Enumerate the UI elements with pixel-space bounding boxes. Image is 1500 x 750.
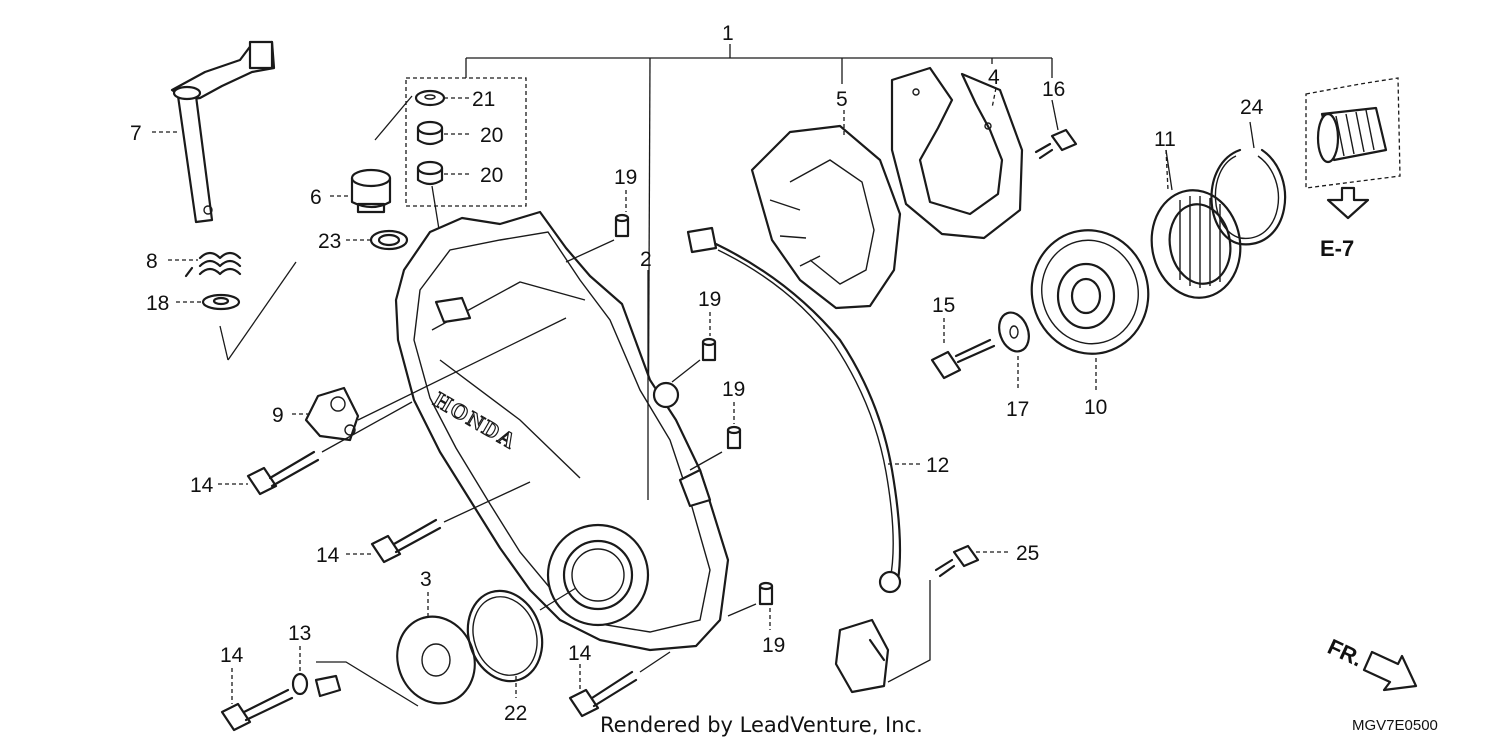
callout-19d: 19 — [762, 634, 785, 657]
flange-bolt-parts — [220, 450, 638, 732]
needle-bearing-ref — [1305, 77, 1401, 220]
wire-clamp-part — [291, 672, 342, 698]
callout-2: 2 — [640, 248, 652, 271]
callout-24: 24 — [1240, 96, 1264, 119]
callout-10: 10 — [1084, 396, 1107, 419]
drawing-code: MGV7E0500 — [1352, 717, 1438, 734]
callout-4: 4 — [988, 66, 1000, 89]
starter-gear-part — [1030, 229, 1150, 355]
callout-19a: 19 — [614, 166, 637, 189]
callout-21: 21 — [472, 88, 495, 111]
callout-22: 22 — [504, 702, 527, 725]
callout-17: 17 — [1006, 398, 1029, 421]
clamp-part — [304, 386, 360, 442]
shift-shaft-part — [170, 40, 276, 224]
callout-13: 13 — [288, 622, 311, 645]
washer-part — [201, 293, 241, 311]
callout-6: 6 — [310, 186, 322, 209]
front-arrow-label: FR. — [1324, 634, 1367, 672]
callout-labels: 1 2 3 4 5 6 7 8 9 10 11 12 13 14 14 14 1… — [130, 22, 1264, 725]
crankcase-cover-part: HONDA — [394, 210, 730, 652]
bolt-25-part — [934, 544, 980, 578]
callout-5: 5 — [836, 88, 848, 111]
rotor-guard-part — [750, 124, 902, 310]
spring-part — [184, 251, 242, 278]
callout-16: 16 — [1042, 78, 1065, 101]
callout-9: 9 — [272, 404, 284, 427]
callout-23: 23 — [318, 230, 341, 253]
callout-8: 8 — [146, 250, 158, 273]
ref-label-e7: E-7 — [1320, 236, 1354, 261]
callout-11: 11 — [1154, 128, 1176, 151]
callout-1: 1 — [722, 22, 734, 45]
callout-25: 25 — [1016, 542, 1039, 565]
credit-text: Rendered by LeadVenture, Inc. — [600, 713, 923, 737]
callout-leaders — [152, 87, 1169, 704]
o-ring-small-part — [369, 229, 409, 251]
o-ring-large-part — [466, 589, 544, 683]
bolt-15-part — [930, 338, 996, 380]
front-arrow-icon — [1362, 650, 1418, 692]
callout-19b: 19 — [698, 288, 721, 311]
stator-plate-part — [890, 66, 1024, 240]
filler-cap-part — [350, 168, 392, 214]
dowel-pin-parts — [614, 213, 774, 606]
callout-20a: 20 — [480, 124, 503, 147]
grommet-parts — [414, 89, 446, 186]
callout-7: 7 — [130, 122, 142, 145]
bolt-16-part — [1034, 128, 1078, 160]
callout-14c: 14 — [220, 644, 244, 667]
washer-17-part — [998, 311, 1030, 353]
callout-20b: 20 — [480, 164, 503, 187]
callout-18: 18 — [146, 292, 169, 315]
callout-14a: 14 — [190, 474, 214, 497]
snap-ring-part — [1210, 148, 1287, 246]
callout-14b: 14 — [316, 544, 340, 567]
callout-19c: 19 — [722, 378, 745, 401]
cap-plug-part — [396, 615, 476, 705]
callout-12: 12 — [926, 454, 949, 477]
one-way-clutch-part — [1150, 189, 1242, 299]
pulser-sensor-part — [686, 226, 902, 694]
callout-14d: 14 — [568, 642, 592, 665]
grommet-group-box — [405, 77, 527, 207]
callout-15: 15 — [932, 294, 955, 317]
callout-3: 3 — [420, 568, 432, 591]
